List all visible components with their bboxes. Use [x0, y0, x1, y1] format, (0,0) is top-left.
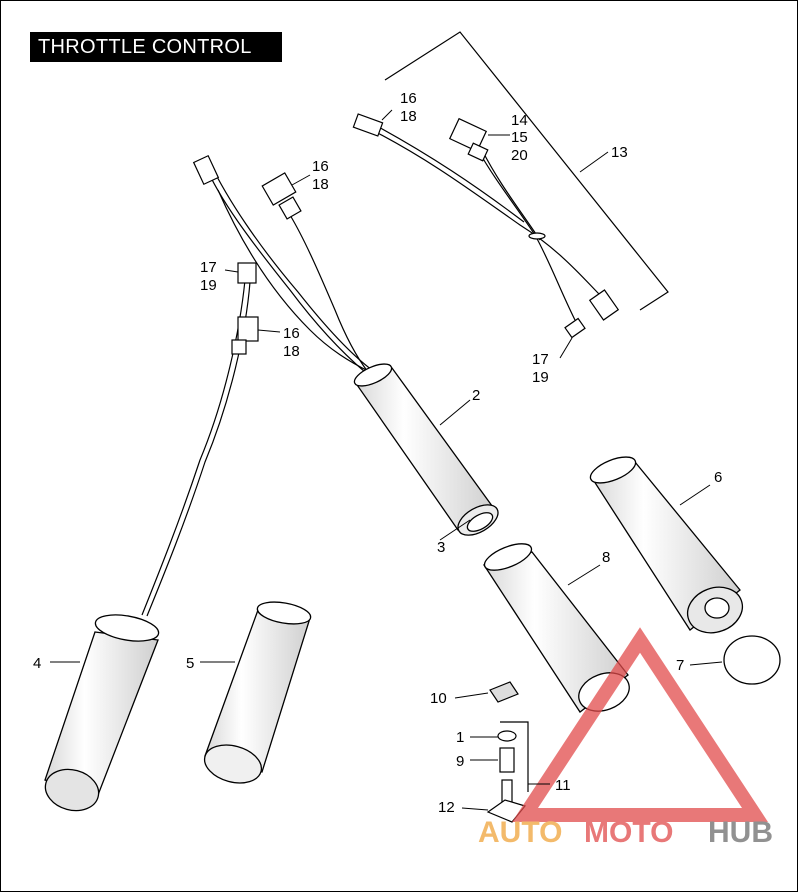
left-grip-wiring [141, 262, 259, 617]
grip-4-end-cap [44, 768, 100, 812]
grip-4-flange [94, 614, 160, 642]
throttle-gear-inner [466, 512, 494, 532]
callout-labels: 2 3 4 5 6 8 7 10 1 9 11 12 13 14 15 20 1… [33, 90, 722, 816]
grip-5 [203, 601, 312, 784]
callout-8: 8 [602, 549, 610, 566]
callout-2: 2 [472, 387, 480, 404]
callout-6: 6 [714, 469, 722, 486]
tube-top-end [353, 363, 393, 387]
harness-wire-d [481, 149, 541, 241]
callout-13: 13 [611, 144, 628, 161]
callout-14: 14 [511, 112, 528, 129]
callout-7: 7 [676, 657, 684, 674]
connector-14-15-20 [448, 117, 488, 153]
bracket-11 [500, 721, 529, 792]
connector-16-18-mid-boot [278, 196, 302, 220]
part-10 [489, 681, 519, 703]
callout-17-right: 17 [532, 351, 549, 368]
left-wire-a [141, 279, 246, 616]
callout-16-top: 16 [400, 90, 417, 107]
connector-16-18-left [237, 316, 259, 342]
bracket-13 [384, 31, 669, 311]
grip-6-bore [704, 597, 730, 619]
callout-19-left: 19 [200, 277, 217, 294]
diagram-title: THROTTLE CONTROL [30, 32, 282, 62]
callout-1: 1 [456, 729, 464, 746]
callout-15: 15 [511, 129, 528, 146]
connector-17-19-left [237, 262, 257, 284]
end-cap-7 [723, 635, 781, 685]
harness-clip [528, 232, 546, 240]
grip-6-top [589, 456, 637, 484]
spring-9 [499, 747, 515, 773]
watermark-triangle [512, 627, 768, 822]
grip-6 [589, 456, 744, 634]
grip-4 [44, 614, 160, 812]
callout-12: 12 [438, 799, 455, 816]
leader-lines [50, 109, 723, 811]
callout-16-mid: 16 [312, 158, 329, 175]
callout-16-left: 16 [283, 325, 300, 342]
callout-19-right: 19 [532, 369, 549, 386]
grip-8-top [483, 543, 533, 571]
callout-5: 5 [186, 655, 194, 672]
callout-18-mid: 18 [312, 176, 329, 193]
connector-14-boot [467, 142, 489, 162]
callout-18-top: 18 [400, 108, 417, 125]
callout-18-left: 18 [283, 343, 300, 360]
harness-13 [352, 31, 669, 339]
connector-upper-left [192, 154, 220, 186]
left-wire-b [146, 281, 251, 617]
callout-20: 20 [511, 147, 528, 164]
harness-wire-a [371, 129, 601, 296]
watermark-moto: MOTO [584, 816, 673, 849]
watermark-auto: AUTO [478, 816, 562, 849]
harness-wire-left-c [217, 189, 371, 373]
harness-wire-c [477, 149, 576, 321]
callout-4: 4 [33, 655, 41, 672]
callout-3: 3 [437, 539, 445, 556]
watermark-hub: HUB [708, 816, 773, 849]
connector-16-18-mid [261, 172, 297, 206]
callout-10: 10 [430, 690, 447, 707]
callout-9: 9 [456, 753, 464, 770]
small-parts [486, 681, 529, 823]
connector-right-end [588, 289, 620, 321]
watermark-logo: AUTO MOTO HUB [478, 627, 773, 849]
throttle-tube-2 [353, 363, 499, 536]
harness-wire-left-d [289, 214, 369, 373]
grip-5-top [256, 601, 312, 625]
harness-wire-left-b [209, 162, 373, 371]
grip-5-end [203, 744, 263, 784]
connector-17-19-right [564, 317, 586, 339]
connector-16-18-left-boot [231, 339, 247, 355]
callout-11: 11 [555, 777, 571, 794]
callout-17-left: 17 [200, 259, 217, 276]
connector-16-18-top [352, 113, 384, 137]
harness-wire-b [374, 124, 525, 223]
part-1 [497, 730, 517, 742]
throttle-harness [192, 154, 373, 373]
